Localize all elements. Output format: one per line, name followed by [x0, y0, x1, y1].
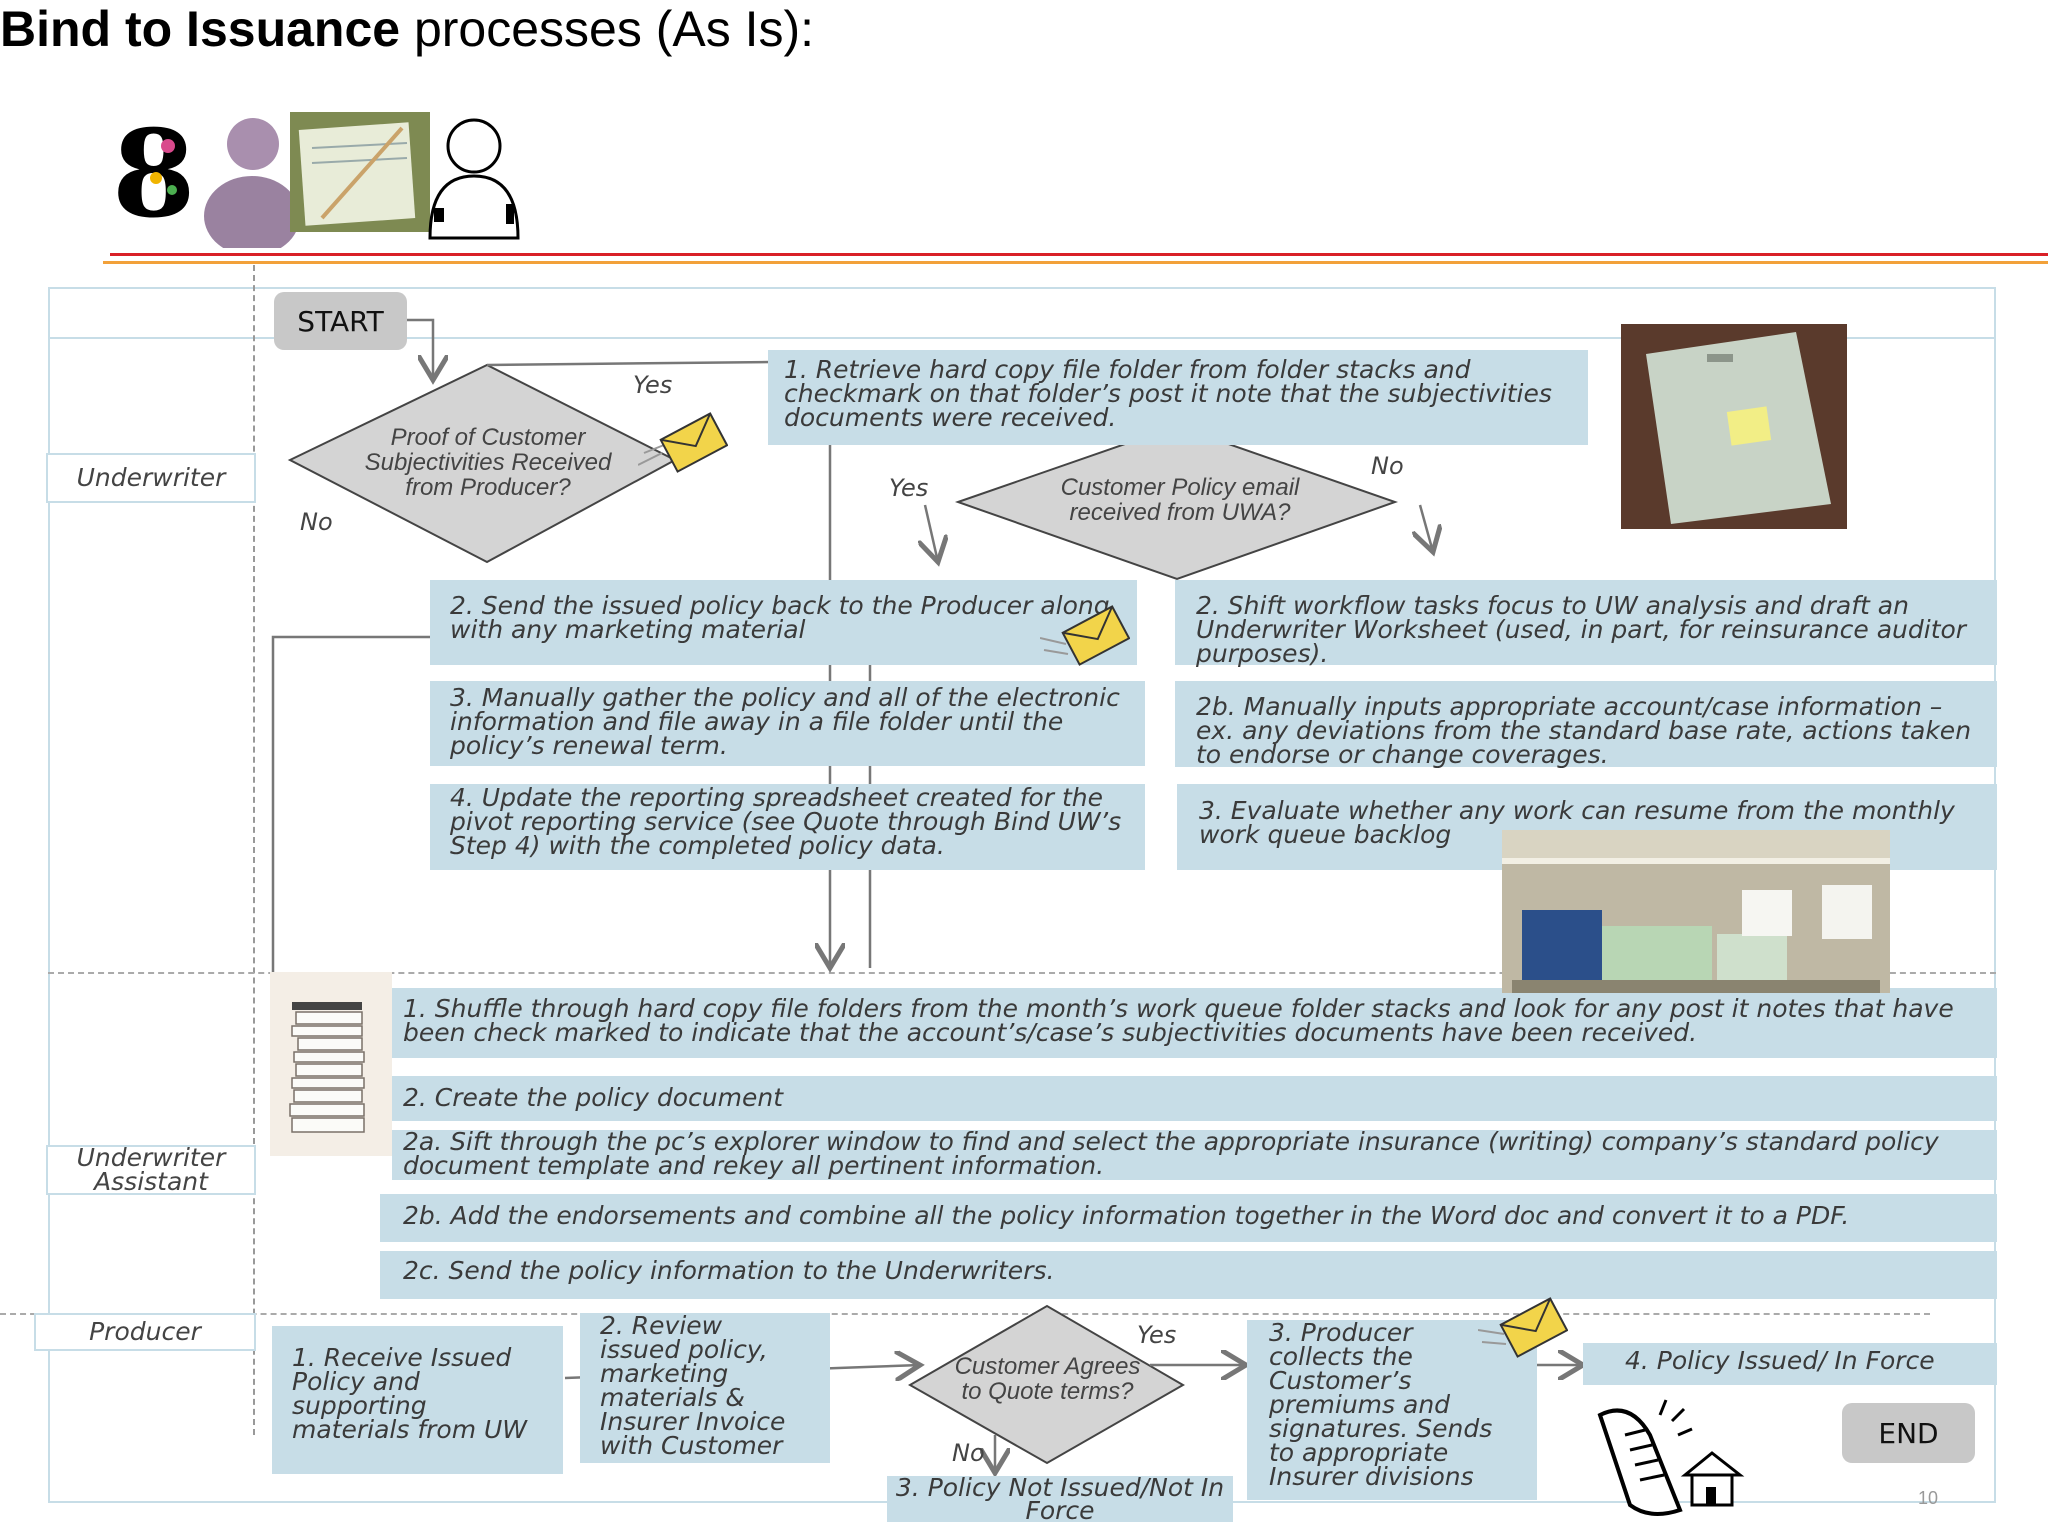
- page-number: 10: [1918, 1488, 1939, 1508]
- envelope-icon: [638, 412, 728, 473]
- lane-label-underwriter: Underwriter: [46, 453, 256, 503]
- document-photo-icon: [290, 112, 430, 232]
- number-8-icon: 8: [112, 108, 196, 245]
- swimlane-header-divider: [48, 337, 1996, 339]
- paper-stack-icon: [270, 972, 392, 1156]
- uw-step-inputs: 2b. Manually inputs appropriate account/…: [1175, 681, 1997, 767]
- policy-document-icon: [1597, 1399, 1745, 1516]
- uwa-step-send: 2c. Send the policy information to the U…: [380, 1251, 1997, 1299]
- decision-email-shape: [954, 424, 1399, 581]
- producer-step-not-issued: 3. Policy Not Issued/Not In Force: [887, 1475, 1233, 1523]
- header-rule-orange: [103, 261, 2048, 264]
- lane-divider-producer: [0, 1313, 1930, 1315]
- start-terminal: START: [274, 292, 407, 350]
- person-icon: [204, 118, 300, 248]
- lane-label-divider: [253, 265, 255, 1435]
- uw-step-send-back: 2. Send the issued policy back to the Pr…: [430, 580, 1137, 665]
- decision-agree-label: Customer Agrees to Quote terms?: [954, 1353, 1141, 1405]
- uw-step-shift: 2. Shift workflow tasks focus to UW anal…: [1175, 580, 1997, 666]
- lane-label-underwriter-assistant: Underwriter Assistant: [46, 1145, 256, 1195]
- email-yes-label: Yes: [889, 474, 929, 502]
- uw-step-gather: 3. Manually gather the policy and all of…: [430, 681, 1145, 766]
- uwa-step-add: 2b. Add the endorsements and combine all…: [380, 1194, 1997, 1242]
- uw-step-update: 4. Update the reporting spreadsheet crea…: [430, 784, 1145, 870]
- lane-label-producer: Producer: [34, 1313, 256, 1351]
- agree-yes-label: Yes: [1137, 1321, 1177, 1349]
- producer-step-issued: 4. Policy Issued/ In Force: [1583, 1343, 1997, 1385]
- uwa-step-sift: 2a. Sift through the pc’s explorer windo…: [392, 1129, 1997, 1180]
- lane-divider-assistant: [48, 972, 1996, 974]
- producer-step-collects: 3. Producer collects the Customer’s prem…: [1247, 1320, 1537, 1500]
- proof-no-label: No: [300, 508, 333, 536]
- envelope-icon: [1478, 1297, 1568, 1358]
- producer-step-review: 2. Review issued policy, marketing mater…: [580, 1313, 830, 1463]
- proof-yes-label: Yes: [633, 371, 673, 399]
- slide-title: Bind to Issuance processes (As Is):: [0, 1, 815, 57]
- uwa-step-create: 2. Create the policy document: [392, 1076, 1997, 1121]
- uwa-step-shuffle: 1. Shuffle through hard copy file folder…: [392, 988, 1997, 1058]
- decision-agree-shape: [907, 1304, 1186, 1465]
- folder-photo: [1621, 324, 1847, 529]
- header-icons: 8: [112, 108, 520, 248]
- folder-shelf-photo: [1502, 830, 1890, 993]
- end-terminal: END: [1842, 1403, 1975, 1463]
- person-outline-icon: [428, 118, 520, 240]
- header-rule-red: [110, 253, 2048, 256]
- agree-no-label: No: [952, 1439, 985, 1467]
- email-no-label: No: [1371, 452, 1404, 480]
- envelope-icon: [1040, 605, 1130, 666]
- decision-proof-label: Proof of Customer Subjectivities Receive…: [364, 424, 612, 501]
- producer-step-receive: 1. Receive Issued Policy and supporting …: [272, 1326, 563, 1474]
- uw-step-retrieve: 1. Retrieve hard copy file folder from f…: [768, 350, 1588, 445]
- decision-email-label: Customer Policy email received from UWA?: [1060, 474, 1300, 526]
